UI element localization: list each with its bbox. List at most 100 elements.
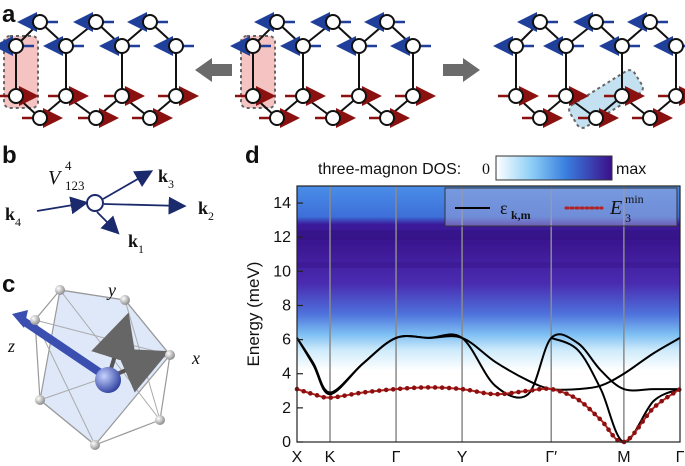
lattice-site [168, 38, 184, 54]
lattice-site [58, 38, 74, 54]
lattice-site [168, 88, 184, 104]
highlight-blue-bond [568, 69, 644, 129]
y-tick-label: 12 [273, 229, 291, 246]
honeycomb-lattice [0, 12, 199, 128]
min-curve-dot [550, 387, 556, 392]
x-tick-label: Γ′ [545, 449, 557, 466]
axis-label-x: x [191, 348, 200, 368]
min-curve-dot [321, 394, 327, 400]
lattice-site [295, 38, 311, 54]
y-tick-label: 4 [282, 366, 291, 383]
min-curve-dot [640, 419, 646, 424]
lattice-site [642, 110, 658, 126]
magnon-band [550, 336, 681, 443]
y-tick-label: 6 [282, 332, 291, 349]
lattice-site [114, 88, 130, 104]
x-tick-label: Γ [676, 449, 685, 466]
k4-sub: 4 [15, 215, 21, 229]
lattice-site [508, 38, 524, 54]
vertex-label: V [48, 167, 63, 189]
dos-colorbar-max: max [616, 161, 646, 178]
lattice-site [114, 38, 130, 54]
min-curve-dot [335, 394, 340, 400]
min-curve-dot [328, 395, 334, 400]
lattice-site [88, 110, 104, 126]
min-curve-dot [342, 393, 347, 398]
min-curve-dot [592, 411, 597, 417]
min-curve-dot [411, 385, 417, 391]
min-curve-dot [349, 392, 354, 397]
min-curve-dot [602, 421, 607, 427]
lattice-site [88, 14, 104, 30]
lattice-site [351, 38, 367, 54]
lattice-site [642, 14, 658, 30]
min-curve-dot [670, 391, 676, 396]
min-curve-dot [582, 402, 587, 407]
lattice-site [325, 110, 341, 126]
min-curve-dot [376, 388, 382, 393]
lattice-site [295, 88, 311, 104]
vertex-sup: 4 [65, 158, 72, 173]
lattice-site [351, 88, 367, 104]
lattice-site [142, 110, 158, 126]
min-curve-dot [383, 387, 389, 393]
three-magnon-min-curve [294, 385, 682, 445]
min-curve-dot [301, 388, 306, 394]
panel-label-a: a [2, 1, 16, 28]
x-tick-label: K [325, 449, 336, 466]
lattice-site [588, 110, 604, 126]
lattice-site [558, 88, 574, 104]
min-curve-dot [536, 386, 542, 392]
lattice-site [245, 88, 261, 104]
x-tick-label: Γ [392, 449, 401, 466]
min-curve-dot [627, 435, 633, 441]
lattice-site [142, 14, 158, 30]
legend-E-sup: min [625, 192, 644, 206]
lattice-site [614, 88, 630, 104]
k2-label: k [198, 198, 208, 218]
min-curve-dot [356, 390, 361, 396]
min-curve-dot [597, 416, 603, 422]
y-tick-label: 2 [282, 400, 291, 417]
lattice-site [668, 38, 684, 54]
min-curve-dot [481, 390, 486, 396]
lattice-site [532, 110, 548, 126]
legend-E: E [609, 197, 622, 219]
magnon-band [296, 335, 681, 394]
panel-a-lattices [0, 12, 685, 129]
lattice-site [405, 38, 421, 54]
k2-sub: 2 [208, 209, 214, 223]
axis-label-z: z [7, 336, 15, 356]
k3-sub: 3 [168, 177, 174, 191]
k1-label: k [128, 231, 138, 251]
min-curve-dot [576, 397, 582, 403]
min-curve-dot [648, 408, 654, 413]
high-symmetry-lines [329, 186, 625, 442]
min-curve-dot [610, 433, 615, 438]
x-tick-label: X [292, 449, 303, 466]
legend [444, 187, 678, 227]
k1-sub: 1 [138, 242, 144, 256]
min-curve-dot [404, 385, 410, 391]
min-curve-dot [439, 385, 445, 390]
panel-c-octahedron [12, 285, 175, 450]
lattice-site [32, 110, 48, 126]
y-tick-label: 14 [273, 195, 291, 212]
x-tick-label: Y [457, 449, 468, 466]
honeycomb-lattice [230, 12, 644, 129]
lattice-site [269, 110, 285, 126]
min-curve-dot [557, 388, 563, 394]
lattice-site [32, 14, 48, 30]
lattice-site [58, 88, 74, 104]
min-curve-dot [314, 393, 320, 398]
lattice-site [532, 14, 548, 30]
lattice-site [379, 110, 395, 126]
legend-eps: ε [500, 198, 508, 218]
lattice-site [614, 38, 630, 54]
min-curve-dot [570, 394, 576, 399]
dos-heatmap [297, 186, 680, 442]
min-curve-dot [606, 427, 611, 432]
